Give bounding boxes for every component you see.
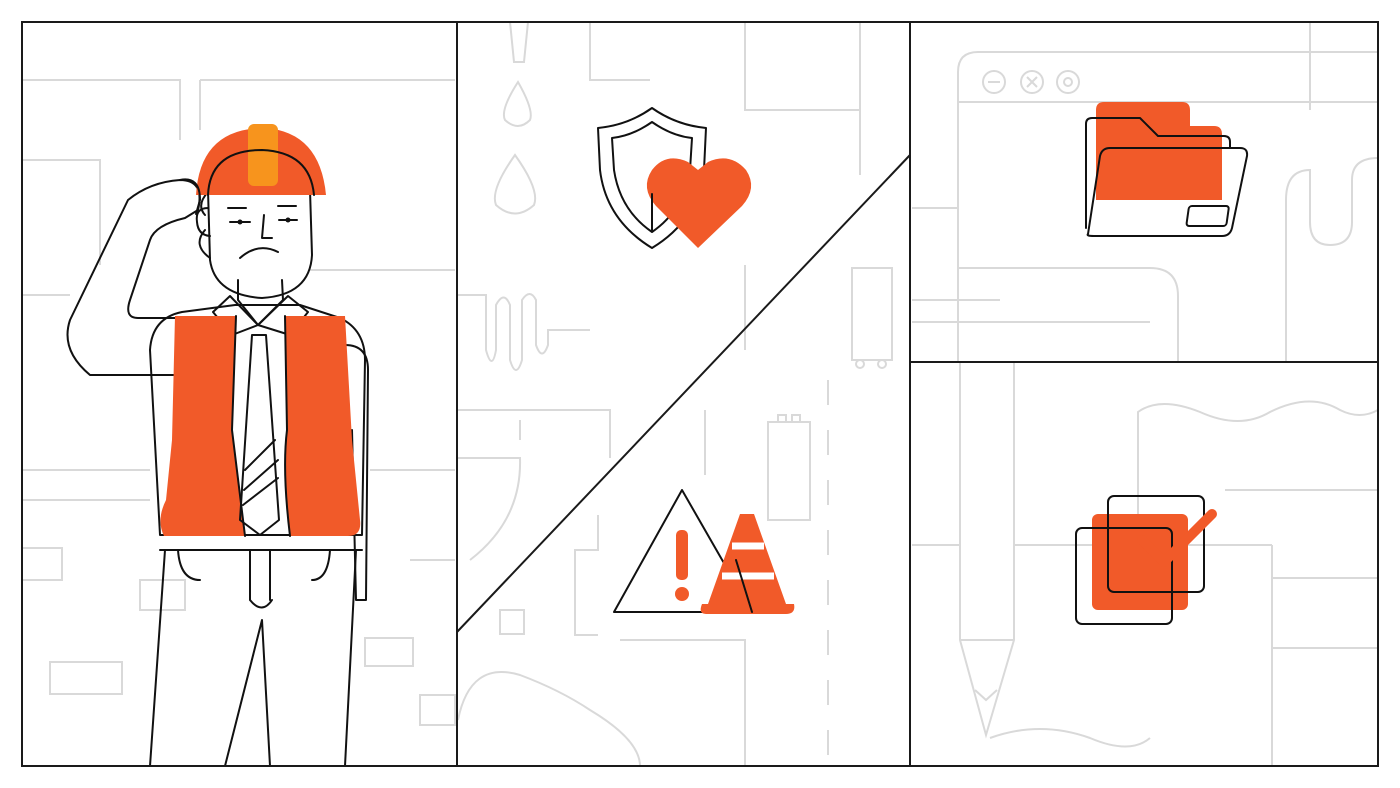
diagonal-divider — [456, 154, 911, 633]
head — [207, 189, 313, 299]
pencil-outline — [959, 362, 1015, 739]
worker-panel — [21, 79, 456, 767]
warning-cone-icon-group — [613, 489, 795, 614]
safety-panel — [456, 21, 911, 767]
collar — [212, 295, 309, 336]
tie — [239, 334, 280, 536]
vest-left — [160, 316, 245, 536]
minimize-icon — [982, 70, 1006, 94]
warning-triangle-icon — [613, 489, 753, 613]
panel-frames — [21, 21, 1379, 767]
checkbox-icon — [1075, 495, 1217, 625]
pants — [149, 549, 357, 767]
vest-right — [285, 316, 361, 536]
close-icon — [1020, 70, 1044, 94]
traffic-cone-icon — [700, 514, 795, 614]
shield-icon — [597, 107, 707, 249]
files-panel — [912, 22, 1379, 362]
safety-background-lines — [457, 21, 893, 767]
browser-window — [957, 51, 1378, 362]
folder-icon — [1085, 102, 1249, 237]
raised-arm — [66, 179, 201, 376]
worker-figure — [66, 124, 369, 767]
options-icon — [1056, 70, 1080, 94]
heart-icon — [646, 158, 752, 248]
shield-heart-icon-group — [597, 107, 752, 249]
approval-panel — [912, 362, 1379, 766]
hard-hat-stripe — [248, 124, 278, 186]
exclamation-mark — [676, 530, 688, 580]
checkmark-icon — [1137, 509, 1217, 567]
